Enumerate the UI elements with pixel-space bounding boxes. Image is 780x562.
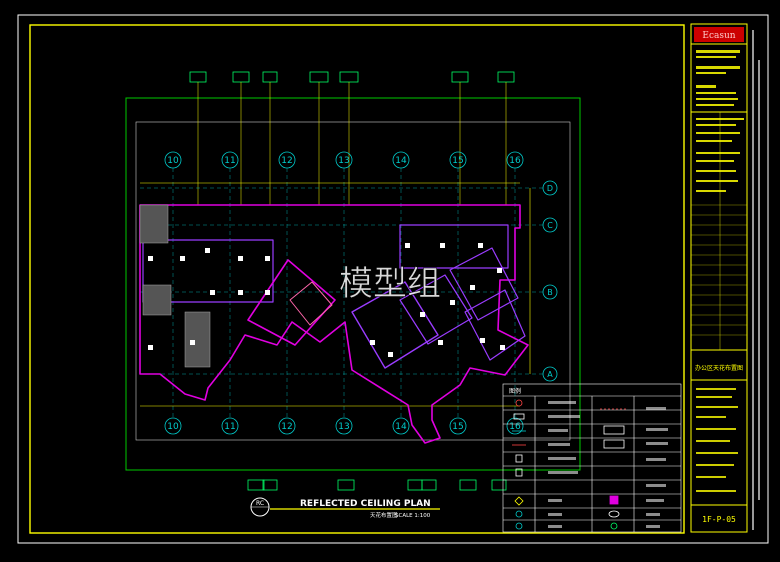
grid-col-label-top: 13 (338, 156, 349, 166)
grid-col-label-bottom: 11 (224, 422, 235, 432)
top-detail-tags (189, 71, 515, 83)
site-outline (125, 97, 581, 471)
title-block-revision-rows (691, 204, 747, 336)
inner-sheet-border (29, 24, 685, 534)
grid-col-label-bottom: 14 (395, 422, 407, 432)
drawing-title-cn: 天花布置图 (370, 511, 398, 519)
grid-row-label: A (547, 370, 553, 379)
right-grid-bubbles (542, 180, 558, 382)
drawing-title: REFLECTED CEILING PLAN (300, 499, 431, 509)
grid-col-label-bottom: 16 (509, 422, 521, 432)
side-note-strip (752, 30, 760, 530)
section-symbol-label: RC (256, 500, 264, 507)
outer-sheet-border (17, 14, 769, 544)
grid-col-label-bottom: 15 (452, 422, 463, 432)
title-block-frame (690, 23, 748, 533)
grid-col-label-top: 11 (224, 156, 235, 166)
legend-table (502, 383, 682, 533)
grid-row-label: D (547, 184, 553, 193)
building-walls (139, 204, 529, 444)
title-block-drawing-number: 1F-P-05 (702, 515, 736, 524)
legend-symbols (512, 399, 628, 530)
dimension-lines (140, 182, 531, 407)
grid-col-label-top: 16 (509, 156, 521, 166)
hatched-columns (139, 204, 211, 368)
title-block-text-bars (696, 50, 744, 192)
bottom-grid-bubbles (164, 417, 524, 435)
top-tag-leaders (197, 82, 507, 205)
legend-description-bars (548, 401, 668, 528)
grid-col-label-top: 10 (167, 156, 179, 166)
grid-row-label: C (547, 221, 553, 230)
ceiling-light-fixtures (148, 243, 505, 357)
drawing-scale: SCALE 1:100 (395, 513, 431, 519)
grid-col-label-top: 15 (452, 156, 463, 166)
legend-header: 图例 (509, 387, 521, 395)
grid-row-label: B (547, 288, 553, 297)
grid-col-label-top: 14 (395, 156, 407, 166)
top-grid-bubbles (164, 151, 524, 169)
watermark-text: 模型组 (339, 264, 441, 304)
bottom-detail-tags (247, 479, 507, 491)
grid-col-label-top: 12 (281, 156, 292, 166)
inner-grid-frame (135, 121, 571, 441)
title-block-drawing-name: 办公区天花布置图 (695, 364, 743, 372)
title-block-logo-bg (694, 27, 744, 42)
grid-col-label-bottom: 10 (167, 422, 179, 432)
grid-col-label-bottom: 12 (281, 422, 292, 432)
grid-col-label-bottom: 13 (338, 422, 349, 432)
title-block-logo: Ecasun (702, 31, 735, 41)
title-block-info-bars (696, 388, 738, 492)
